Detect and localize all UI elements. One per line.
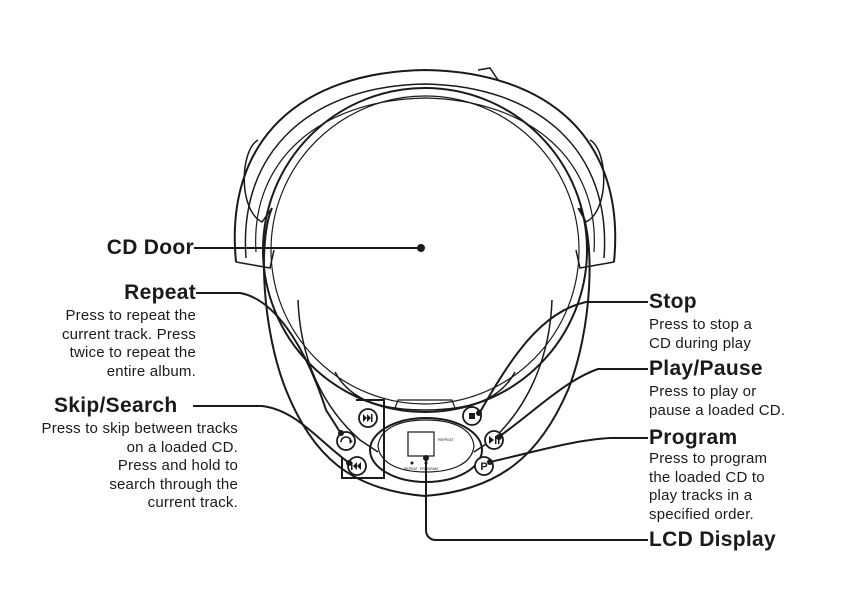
left-speaker-grille [243,139,273,223]
leader-stop [479,301,648,413]
stop-title: Stop [649,290,697,313]
stop-icon [469,413,475,419]
repeat-callout: Repeat Press to repeat the current track… [10,281,196,381]
cd-door-rim [270,95,580,405]
play-pause-icon [489,436,500,444]
lcd-bezel [377,419,475,473]
cd-door-title: CD Door [106,236,194,259]
play-pause-title: Play/Pause [649,357,763,380]
repeat-desc: Press to repeat the current track. Press… [61,307,196,380]
skip-search-desc: Press to skip between tracks on a loaded… [41,420,238,511]
program-desc: Press to program the loaded CD to play t… [649,450,768,523]
program-icon: P [480,461,487,473]
skip-button-frame [341,399,385,479]
leader-play-pause [499,368,648,437]
lcd-display-title: LCD Display [649,528,776,551]
repeat-button [336,431,356,451]
repeat-title: Repeat [124,281,196,304]
cd-door [262,87,588,413]
lcd-screen [407,431,435,457]
program-title: Program [649,426,738,449]
leader-program [489,437,648,463]
handle-inner [244,83,606,259]
skip-search-title: Skip/Search [54,394,178,417]
svg-text:PROGRAM: PROGRAM [420,467,438,471]
top-tab [477,67,499,81]
front-panel [334,371,516,411]
leader-lcd-display [425,458,648,541]
stop-desc: Press to stop a CD during play [649,316,753,352]
repeat-icon [340,436,353,444]
leader-repeat [196,292,341,433]
handle-ridge [255,97,595,253]
play-pause-desc: Press to play or pause a loaded CD. [649,383,786,419]
skip-search-callout: Skip/Search Press to skip between tracks… [6,394,238,513]
skip-back-icon [351,462,361,470]
svg-text:REPEAT: REPEAT [438,437,454,442]
skip-forward-icon [363,414,373,422]
leader-skip-search [193,405,349,463]
play-pause-callout: Play/Pause Press to play or pause a load… [649,357,844,420]
handle-outer [233,68,617,263]
stop-callout: Stop Press to stop a CD during play [649,290,844,353]
right-speaker-grille [577,139,605,223]
svg-text:REPEAT: REPEAT [404,467,419,471]
program-callout: Program Press to program the loaded CD t… [649,426,844,524]
